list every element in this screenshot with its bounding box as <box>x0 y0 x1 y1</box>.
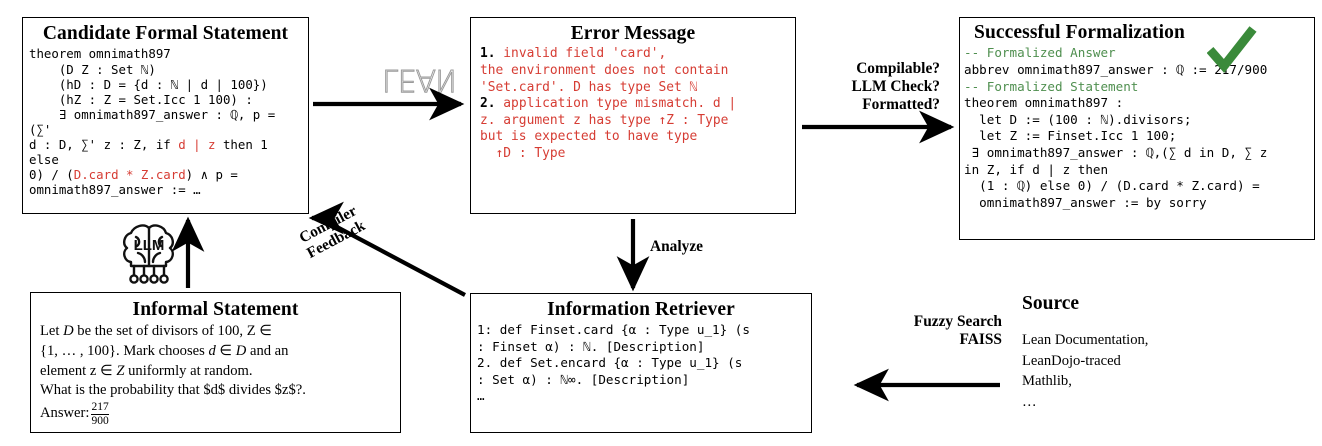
informal-line: element z ∈ Z uniformly at random. <box>40 362 253 379</box>
code-line: (hZ : Z = Set.Icc 1 100) : <box>29 91 253 107</box>
code-line: d : D, ∑' z : Z, if <box>29 137 179 152</box>
code-highlight-divides: d | z <box>178 137 216 152</box>
error-line: z. argument z has type ↑Z : Type <box>480 112 729 128</box>
successful-formalization-box: Successful Formalization -- Formalized A… <box>959 17 1315 240</box>
code-line: ∃ omnimath897_answer : ℚ, p = (∑' <box>29 106 283 137</box>
code-line: let D := (100 : ℕ).divisors; <box>964 111 1192 127</box>
code-line: then 1 else <box>29 137 276 168</box>
code-line: ) ∧ p = <box>185 167 238 183</box>
error-item-text: invalid field 'card', <box>495 46 667 62</box>
information-retriever-body: 1: def Finset.card {α : Type u_1} (s : F… <box>471 322 811 404</box>
informal-line: Let D be the set of divisors of 100, Z ∈ <box>40 323 273 340</box>
informal-statement-title: Informal Statement <box>132 299 299 320</box>
check-mark-icon <box>1206 26 1257 78</box>
error-line: but is expected to have type <box>480 129 698 145</box>
code-line: omnimath897_answer := by sorry <box>964 194 1207 210</box>
answer-label: Answer: <box>40 404 90 421</box>
error-line: 'Set.card'. D has type Set ℕ <box>480 79 698 95</box>
error-message-title: Error Message <box>570 23 696 44</box>
llm-brain-icon: LLM <box>118 217 180 292</box>
code-line: (1 : ℚ) else 0) / (D.card * Z.card) = <box>964 178 1260 194</box>
code-line: let Z := Finset.Icc 1 100; <box>964 128 1177 144</box>
retriever-line: … <box>477 388 485 404</box>
arrow-compiler-feedback <box>308 201 466 297</box>
error-line: ↑D : Type <box>480 146 566 161</box>
candidate-formal-statement-box: Candidate Formal Statement theorem omnim… <box>22 17 309 214</box>
code-line: (hD : D = {d : ℕ | d | 100}) <box>29 76 268 92</box>
svg-text:LLM: LLM <box>134 237 165 254</box>
error-item-number: 1. <box>480 46 496 62</box>
code-line: theorem omnimath897 : <box>964 95 1124 111</box>
error-line: the environment does not contain <box>480 63 729 79</box>
error-item-text: application type mismatch. d | <box>495 96 737 112</box>
successful-formalization-code: -- Formalized Answer abbrev omnimath897_… <box>960 45 1314 211</box>
code-highlight-card: D.card * Z.card <box>73 167 186 183</box>
candidate-formal-statement-title: Candidate Formal Statement <box>42 23 289 44</box>
candidate-formal-statement-code: theorem omnimath897 (D Z : Set ℕ) (hD : … <box>23 46 308 197</box>
code-comment: -- Formalized Answer <box>964 45 1116 61</box>
code-line: in Z, if d | z then <box>964 161 1109 177</box>
retriever-line: 2. def Set.encard {α : Type u_1} (s <box>477 355 743 371</box>
information-retriever-box: Information Retriever 1: def Finset.card… <box>470 293 812 433</box>
code-line: omnimath897_answer := … <box>29 182 201 198</box>
information-retriever-title: Information Retriever <box>547 299 735 320</box>
retriever-line: : Set α) : ℕ∞. [Description] <box>477 371 690 387</box>
fuzzy-search-label: Fuzzy Search FAISS <box>913 313 1002 349</box>
informal-line: {1, … , 100}. Mark chooses d ∈ D and an <box>40 343 289 360</box>
successful-formalization-title: Successful Formalization <box>974 22 1185 43</box>
analyze-label: Analyze <box>650 238 704 255</box>
code-line: (D Z : Set ℕ) <box>29 61 156 77</box>
retriever-line: 1: def Finset.card {α : Type u_1} (s <box>477 322 750 338</box>
error-message-box: Error Message 1. invalid field 'card', t… <box>470 17 796 214</box>
error-item-number: 2. <box>480 96 496 112</box>
source-title: Source <box>1022 293 1080 314</box>
code-line: abbrev omnimath897_answer : ℚ := 217/900 <box>964 62 1268 78</box>
error-message-body: 1. invalid field 'card', the environment… <box>471 46 795 162</box>
source-body: Lean Documentation, LeanDojo-traced Math… <box>1022 332 1149 410</box>
informal-statement-box: Informal Statement Let D be the set of d… <box>30 292 401 433</box>
informal-statement-body: Let D be the set of divisors of 100, Z ∈… <box>31 322 400 427</box>
code-comment: -- Formalized Statement <box>964 78 1139 94</box>
code-line: ∃ omnimath897_answer : ℚ,(∑ d in D, ∑ z <box>964 145 1268 160</box>
check-gate-label: Compilable? LLM Check? Formatted? <box>851 60 941 114</box>
retriever-line: : Finset α) : ℕ. [Description] <box>477 338 705 354</box>
code-line: theorem omnimath897 <box>29 46 171 62</box>
informal-line: What is the probability that $d$ divides… <box>40 382 306 399</box>
code-line: 0) / ( <box>29 167 74 183</box>
